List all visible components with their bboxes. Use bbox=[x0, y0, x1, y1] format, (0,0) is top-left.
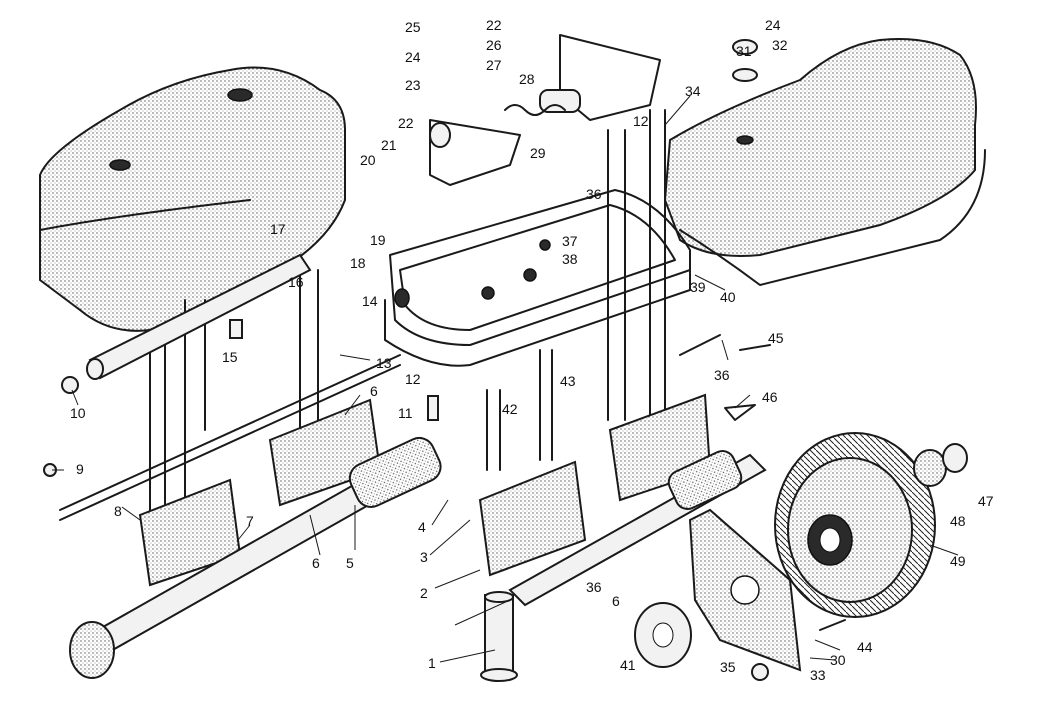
callout-6c: 6 bbox=[612, 593, 620, 609]
callout-13: 13 bbox=[376, 355, 392, 371]
callout-44: 44 bbox=[857, 639, 873, 655]
callout-17: 17 bbox=[270, 221, 286, 237]
callout-1: 1 bbox=[428, 655, 436, 671]
nut-and-washer bbox=[724, 404, 968, 487]
right-valve-cover bbox=[663, 38, 986, 286]
callout-36a: 36 bbox=[586, 186, 602, 202]
callout-24b: 24 bbox=[765, 17, 781, 33]
callout-26: 26 bbox=[486, 37, 502, 53]
callout-37: 37 bbox=[562, 233, 578, 249]
callout-14: 14 bbox=[362, 293, 378, 309]
callout-48: 48 bbox=[950, 513, 966, 529]
tubes bbox=[59, 253, 721, 521]
callout-3: 3 bbox=[420, 549, 428, 565]
callout-16: 16 bbox=[288, 274, 304, 290]
callout-2: 2 bbox=[420, 585, 428, 601]
callout-18: 18 bbox=[350, 255, 366, 271]
callout-43: 43 bbox=[560, 373, 576, 389]
callout-36c: 36 bbox=[586, 579, 602, 595]
callout-15: 15 bbox=[222, 349, 238, 365]
callout-11: 11 bbox=[398, 405, 413, 421]
callout-35: 35 bbox=[720, 659, 736, 675]
callout-22a: 22 bbox=[398, 115, 414, 131]
callout-38: 38 bbox=[562, 251, 578, 267]
callout-29: 29 bbox=[530, 145, 546, 161]
callout-46: 46 bbox=[762, 389, 778, 405]
callout-28: 28 bbox=[519, 71, 535, 87]
leader-lines bbox=[52, 95, 959, 663]
callout-31: 31 bbox=[736, 43, 752, 59]
callout-45: 45 bbox=[768, 330, 784, 346]
callout-40: 40 bbox=[720, 289, 736, 305]
gear-wheel bbox=[774, 432, 936, 618]
callout-23: 23 bbox=[405, 77, 421, 93]
callout-7: 7 bbox=[246, 513, 254, 529]
callout-22b: 22 bbox=[486, 17, 502, 33]
callout-33: 33 bbox=[810, 667, 826, 683]
cylinder-head-frame bbox=[384, 189, 691, 367]
callout-20: 20 bbox=[360, 152, 376, 168]
mounting-plate bbox=[688, 508, 802, 672]
callout-41: 41 bbox=[620, 657, 636, 673]
callout-19: 19 bbox=[370, 232, 386, 248]
callout-34: 34 bbox=[685, 83, 701, 99]
callout-47: 47 bbox=[978, 493, 994, 509]
callout-12b: 12 bbox=[633, 113, 649, 129]
callout-12a: 12 bbox=[405, 371, 421, 387]
callout-4: 4 bbox=[418, 519, 426, 535]
callout-9: 9 bbox=[76, 461, 84, 477]
callout-36b: 36 bbox=[714, 367, 730, 383]
callout-32: 32 bbox=[772, 37, 788, 53]
callout-6b: 6 bbox=[370, 383, 378, 399]
callout-39: 39 bbox=[690, 279, 706, 295]
fasteners bbox=[43, 39, 846, 681]
callout-5: 5 bbox=[346, 555, 354, 571]
callout-21: 21 bbox=[381, 137, 397, 153]
lower-shaft bbox=[69, 436, 767, 679]
callout-42: 42 bbox=[502, 401, 518, 417]
callout-49: 49 bbox=[950, 553, 966, 569]
callout-6a: 6 bbox=[312, 555, 320, 571]
callout-10: 10 bbox=[70, 405, 86, 421]
rocker-bracket bbox=[429, 34, 661, 186]
callout-24a: 24 bbox=[405, 49, 421, 65]
callout-27: 27 bbox=[486, 57, 502, 73]
flange-disc bbox=[634, 602, 692, 668]
tube-sleeve bbox=[480, 591, 518, 682]
callout-25: 25 bbox=[405, 19, 421, 35]
callout-8: 8 bbox=[114, 503, 122, 519]
callout-30: 30 bbox=[830, 652, 846, 668]
